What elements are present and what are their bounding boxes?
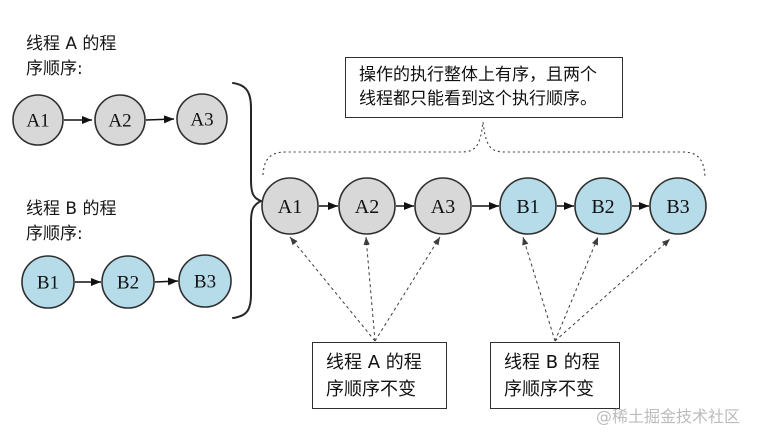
node-a3-left-label: A3 xyxy=(190,110,213,131)
node-a2-circle xyxy=(338,177,396,235)
node-b1-label: B1 xyxy=(516,196,539,218)
fan-arrows-b xyxy=(522,236,671,342)
node-b2-left-circle xyxy=(101,255,155,309)
node-a2: A2 xyxy=(338,177,396,235)
node-b1-left-circle xyxy=(21,255,75,309)
fan-b2-arrow xyxy=(554,236,599,342)
node-b1-circle xyxy=(499,177,557,235)
node-a2-left: A2 xyxy=(94,94,146,146)
node-a1-circle xyxy=(261,177,319,235)
thread-a-unchanged-line1: 线程 A 的程 xyxy=(326,352,422,373)
node-b2-left: B2 xyxy=(101,255,155,309)
thread-a-order-label-line2: 序顺序: xyxy=(26,59,83,79)
node-a3-left: A3 xyxy=(176,93,228,145)
node-b2-label: B2 xyxy=(591,196,614,218)
node-a3: A3 xyxy=(414,177,472,235)
node-a1-label: A1 xyxy=(278,196,302,218)
fan-a3-arrow xyxy=(374,236,441,342)
node-b3-left-circle xyxy=(178,254,232,308)
node-b3-label: B3 xyxy=(666,196,689,218)
node-b1-left-label: B1 xyxy=(37,273,59,294)
total-order-callout: 操作的执行整体上有序，且两个 线程都只能看到这个执行顺序。 xyxy=(345,57,623,118)
thread-b-unchanged-line2: 序顺序不变 xyxy=(504,379,594,400)
arrow-b2-b3-left xyxy=(154,277,179,286)
node-a3-left-circle xyxy=(176,93,228,145)
node-a1-left-label: A1 xyxy=(26,111,49,132)
merged-chain: A1 A2 A3 B1 B2 xyxy=(261,177,707,235)
arrow-a2-a3-left xyxy=(145,115,175,124)
thread-a-unchanged-callout: 线程 A 的程 序顺序不变 xyxy=(312,342,447,409)
node-b1: B1 xyxy=(499,177,557,235)
node-a3-circle xyxy=(414,177,472,235)
node-b3-left: B3 xyxy=(178,254,232,308)
watermark: @稀土掘金技术社区 xyxy=(596,407,741,426)
node-a1-left: A1 xyxy=(12,94,64,146)
fan-arrows-a xyxy=(289,236,441,342)
fan-a1-arrow xyxy=(289,236,376,342)
thread-b-order-label-line2: 序顺序: xyxy=(26,224,83,244)
node-b2: B2 xyxy=(574,177,632,235)
thread-a-order-label: 线程 A 的程 序顺序: xyxy=(26,32,116,82)
thread-a-unchanged-line2: 序顺序不变 xyxy=(326,379,416,400)
total-order-callout-line2: 线程都只能看到这个执行顺序。 xyxy=(359,89,597,109)
node-a1: A1 xyxy=(261,177,319,235)
node-b2-circle xyxy=(574,177,632,235)
node-b2-left-label: B2 xyxy=(117,273,139,294)
thread-b-chain: B1 B2 B3 xyxy=(21,254,232,309)
node-a2-left-label: A2 xyxy=(108,111,131,132)
node-a1-left-circle xyxy=(12,94,64,146)
node-b3-left-label: B3 xyxy=(194,272,216,293)
node-a2-left-circle xyxy=(94,94,146,146)
total-order-callout-line1: 操作的执行整体上有序，且两个 xyxy=(359,65,597,85)
fan-b1-arrow xyxy=(522,236,556,342)
fan-b3-arrow xyxy=(554,238,671,342)
thread-a-chain: A1 A2 A3 xyxy=(12,93,228,146)
thread-a-order-label-line1: 线程 A 的程 xyxy=(26,34,117,54)
node-b3: B3 xyxy=(649,177,707,235)
thread-b-unchanged-callout: 线程 B 的程 序顺序不变 xyxy=(490,342,620,409)
overview-brace-icon xyxy=(262,121,706,178)
node-a2-label: A2 xyxy=(355,196,379,218)
thread-b-order-label-line1: 线程 B 的程 xyxy=(26,199,117,219)
thread-b-order-label: 线程 B 的程 序顺序: xyxy=(26,197,116,247)
fan-a2-arrow xyxy=(363,236,376,342)
merge-brace-icon xyxy=(232,82,264,319)
node-a3-label: A3 xyxy=(431,196,455,218)
thread-b-unchanged-line1: 线程 B 的程 xyxy=(504,352,600,373)
node-b1-left: B1 xyxy=(21,255,75,309)
node-b3-circle xyxy=(649,177,707,235)
